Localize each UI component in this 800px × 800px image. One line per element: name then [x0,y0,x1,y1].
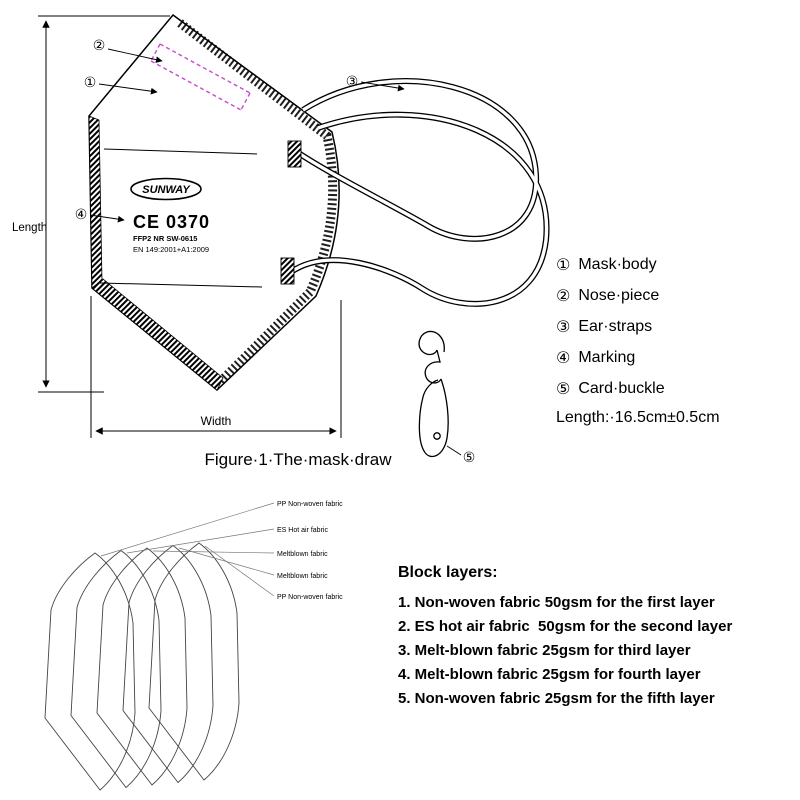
mask-layers [44,542,240,791]
brand-logo-ellipse [130,177,202,201]
approval-text: FFP2 NR SW-0615 [133,234,197,243]
legend-label: Ear·straps [578,317,653,335]
fold-lines [99,148,263,288]
block-layers-title: Block layers: [398,564,498,581]
legend-item-ear-straps: ③ Ear·straps [556,311,720,342]
ce-mark-text: CE 0370 [133,212,210,232]
layer-2-shape [70,550,162,788]
legend-item-marking: ④ Marking [556,342,720,373]
layer-4-shape [122,545,214,783]
legend-label: Nose·piece [578,286,660,304]
layer-label-1: PP Non-woven fabric [277,501,343,508]
legend-num: ④ [556,348,571,367]
legend-item-mask-body: ① Mask·body [556,249,720,280]
legend-item-card-buckle: ⑤ Card·buckle [556,373,720,404]
layer-label-5: PP Non-woven fabric [277,594,343,601]
length-label: Length [12,222,47,234]
figure1-caption: Figure·1·The·mask·draw [204,450,392,469]
callout-5-card-buckle: ⑤ [463,449,476,465]
ear-straps [289,78,550,307]
strap-weld-top [287,140,302,168]
length-label-bg [9,219,44,236]
bottom-left-hatched-band [91,278,224,391]
standard-text: EN 149:2001+A1:2009 [133,245,209,254]
brand-text: SUNWAY [142,184,191,196]
strap-weld-bottom [280,257,295,285]
layer-5-shape [148,542,240,781]
callout-2-nose-piece: ② [93,37,106,53]
legend-num: ② [556,286,571,305]
legend-label: Mask·body [578,255,657,273]
legend-num: ① [556,255,571,274]
layer-label-2: ES Hot air fabric [277,527,328,534]
figure2-layers-drawing: PP Non-woven fabric ES Hot air fabric Me… [44,501,343,791]
card-buckle-drawing [418,330,462,458]
block-layer-line-3: 3. Melt-blown fabric 25gsm for third lay… [398,642,691,659]
block-layer-line-2: 2. ES hot air fabric 50gsm for the secon… [398,618,733,635]
block-layer-line-4: 4. Melt-blown fabric 25gsm for fourth la… [398,666,701,683]
nose-piece [150,43,251,111]
length-note: Length:·16.5cm±0.5cm [556,409,720,426]
block-layer-line-1: 1. Non-woven fabric 50gsm for the first … [398,594,715,611]
legend-item-nose-piece: ② Nose·piece [556,280,720,311]
layer-leader-lines [100,502,275,597]
layer-1-shape [44,552,136,791]
callout-1-mask-body: ① [84,74,97,90]
legend-num: ③ [556,317,571,336]
width-label: Width [201,414,232,428]
legend-label: Card·buckle [578,379,665,397]
welded-edge-band [177,19,338,386]
legend-num: ⑤ [556,379,571,398]
length-dimension [38,15,170,393]
layer-label-3: Meltblown fabric [277,551,328,558]
callout-3-ear-straps: ③ [346,73,359,89]
width-dimension [90,296,342,438]
mask-body-outline [88,13,340,391]
block-layer-line-5: 5. Non-woven fabric 25gsm for the fifth … [398,690,715,707]
callout-4-marking: ④ [75,206,88,222]
legend: ① Mask·body ② Nose·piece ③ Ear·straps ④ … [556,249,720,427]
legend-label: Marking [578,348,636,366]
block-layers-section: Block layers: 1. Non-woven fabric 50gsm … [398,564,788,711]
marking-print: SUNWAY CE 0370 FFP2 NR SW-0615 EN 149:20… [130,177,210,254]
callout-leaders [89,48,405,223]
figure1-mask-drawing: Length Width SUNWAY [9,13,550,465]
layer-3-shape [96,547,188,786]
layer-label-4: Meltblown fabric [277,573,328,580]
